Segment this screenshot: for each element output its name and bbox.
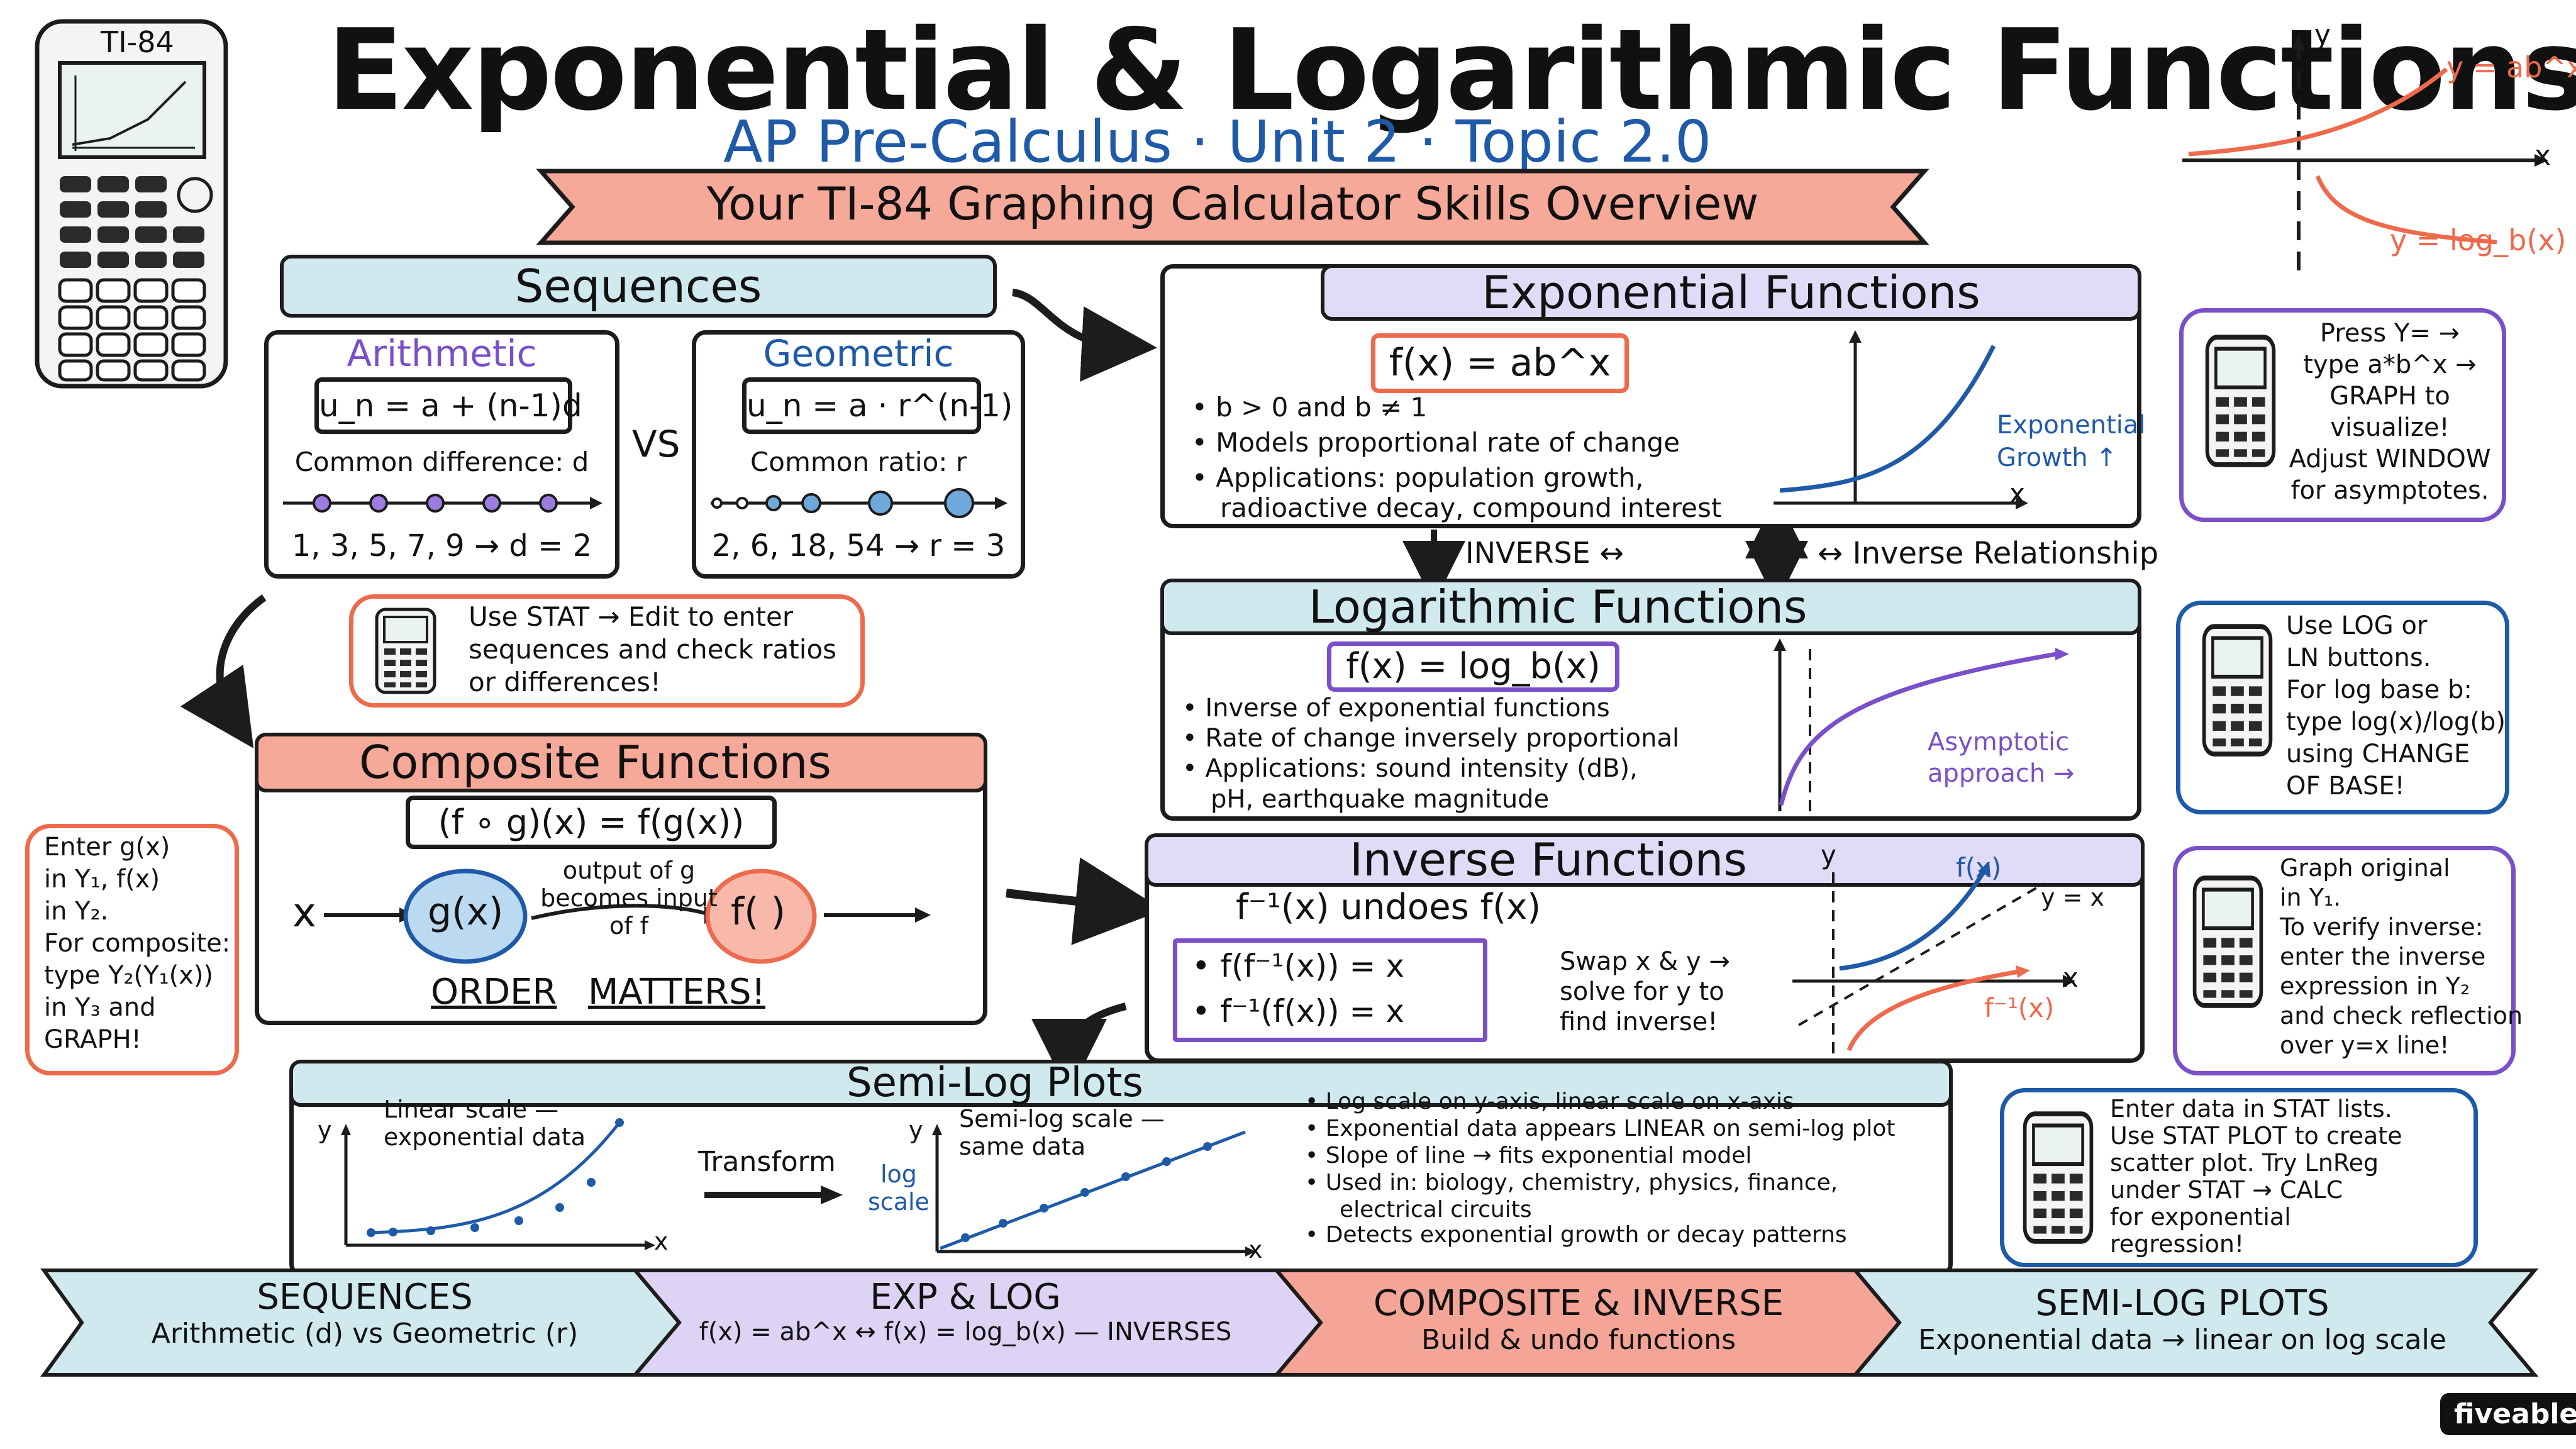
logarithmic-bullet-cont: pH, earthquake magnitude <box>1211 785 1550 814</box>
semilog-bullet-last: Detects exponential growth or decay patt… <box>1305 1221 1847 1248</box>
footer-sequences-sub: Arithmetic (d) vs Geometric (r) <box>151 1318 579 1350</box>
arithmetic-formula: u_n = a + (n-1)d <box>314 377 582 434</box>
inverse-relationship-label: ↔ Inverse Relationship <box>1818 536 2159 571</box>
semilog-bullet-cont: electrical circuits <box>1340 1197 1532 1223</box>
exponential-bullet-cont: radioactive decay, compound interest <box>1220 492 1722 523</box>
semilog-log-scale-plot <box>932 1124 1256 1257</box>
composite-machine-diagram <box>324 869 931 964</box>
inverse-graph-diag-label: y = x <box>2041 884 2104 911</box>
geometric-caption: Common ratio: r <box>750 447 967 477</box>
sequences-header: Sequences <box>280 255 997 318</box>
page-title: Exponential & Logarithmic Functions <box>327 5 2576 135</box>
sequences-tip-calculator-icon <box>375 608 436 694</box>
composite-formula: (f ∘ g)(x) = f(g(x)) <box>406 796 777 849</box>
composite-tip-text: Enter g(x)in Y₁, f(x)in Y₂.For composite… <box>44 833 231 1054</box>
semilog-tip-text: Enter data in STAT lists.Use STAT PLOT t… <box>2110 1095 2402 1258</box>
logarithmic-formula: f(x) = log_b(x) <box>1327 641 1619 692</box>
semilog-right-x-axis: x <box>1248 1236 1263 1263</box>
composite-f-node: f( ) <box>731 890 786 934</box>
semilog-tip-calculator-icon <box>2023 1111 2094 1244</box>
footer-composite-title: COMPOSITE & INVERSE <box>1373 1283 1784 1324</box>
logarithmic-tip-calculator-icon <box>2202 624 2273 757</box>
inverse-reflection-graph <box>1792 862 2075 1053</box>
exponential-tip-calculator-icon <box>2205 335 2276 467</box>
semilog-left-x-axis: x <box>654 1228 669 1255</box>
semilog-right-y-axis: y <box>909 1116 923 1144</box>
logarithmic-header: Logarithmic Functions <box>1160 579 2141 635</box>
inverse-graph-x-axis: x <box>2063 962 2079 993</box>
inverse-graph-y-axis: y <box>1821 840 1836 870</box>
inverse-graph-f-label: f(x) <box>1956 852 2002 883</box>
inverse-tip-calculator-icon <box>2192 875 2263 1008</box>
semilog-right-label: Semi-log scale —same data <box>959 1105 1165 1160</box>
arithmetic-title: Arithmetic <box>347 332 537 375</box>
inverse-rules: f(f⁻¹(x)) = xf⁻¹(f(x)) = x <box>1192 943 1404 1034</box>
footer-composite-sub: Build & undo functions <box>1421 1324 1736 1356</box>
arithmetic-example: 1, 3, 5, 7, 9 → d = 2 <box>291 528 592 564</box>
inverse-subtitle: f⁻¹(x) undoes f(x) <box>1236 887 1541 928</box>
logarithmic-bullets: Inverse of exponential functionsRate of … <box>1182 693 1679 784</box>
composite-header: Composite Functions <box>255 733 987 792</box>
semilog-linear-scale-plot <box>341 1118 655 1250</box>
semilog-left-label: Linear scale —exponential data <box>384 1096 586 1151</box>
semilog-bullets: Log scale on y-axis, linear scale on x-a… <box>1305 1088 1896 1196</box>
composite-input-x: x <box>292 890 316 936</box>
footer-sequences-title: SEQUENCES <box>257 1277 473 1318</box>
semilog-transform-arrow <box>704 1185 843 1204</box>
vs-label: VS <box>632 423 680 465</box>
arithmetic-number-line <box>283 494 602 513</box>
fiveable-logo: fiveable <box>2440 1393 2576 1435</box>
geometric-formula: u_n = a · r^(n-1) <box>742 377 1013 434</box>
exponential-x-axis: x <box>2009 478 2025 509</box>
footer-exp-log-title: EXP & LOG <box>870 1277 1061 1318</box>
calculator-label: TI-84 <box>101 25 174 59</box>
inverse-graph-finv-label: f⁻¹(x) <box>1984 992 2055 1023</box>
arithmetic-card <box>264 330 619 579</box>
geometric-number-line <box>711 488 1008 518</box>
composite-tip-box <box>25 824 239 1075</box>
geometric-example: 2, 6, 18, 54 → r = 3 <box>711 528 1006 564</box>
mini-exp-log-graph <box>2182 35 2548 270</box>
exponential-header: Exponential Functions <box>1321 264 2141 321</box>
exponential-formula: f(x) = ab^x <box>1371 333 1629 393</box>
page-subtitle: AP Pre-Calculus · Unit 2 · Topic 2.0 <box>723 108 1712 175</box>
footer-exp-log-sub: f(x) = ab^x ↔ f(x) = log_b(x) — INVERSES <box>699 1318 1232 1346</box>
semilog-left-y-axis: y <box>318 1116 332 1144</box>
calculator-icon <box>35 19 228 389</box>
logarithmic-graph <box>1774 638 2069 811</box>
mini-graph-log-label: y = log_b(x) <box>2390 223 2567 257</box>
composite-g-node: g(x) <box>428 890 504 934</box>
composite-matters-word: MATTERS! <box>588 972 765 1013</box>
exponential-growth-graph <box>1774 330 2028 509</box>
semilog-transform-label: Transform <box>698 1146 836 1178</box>
exponential-bullets: b > 0 and b ≠ 1Models proportional rate … <box>1192 390 1680 496</box>
footer-semilog-title: SEMI-LOG PLOTS <box>2035 1283 2329 1324</box>
mini-graph-x-axis: x <box>2534 140 2551 172</box>
mini-graph-y-axis: y <box>2314 19 2331 51</box>
footer-semilog-sub: Exponential data → linear on log scale <box>1918 1324 2446 1356</box>
geometric-card <box>692 330 1025 579</box>
banner-text: Your TI-84 Graphing Calculator Skills Ov… <box>706 177 1759 230</box>
footer-ribbon <box>40 1269 2539 1377</box>
banner-ribbon <box>536 169 1929 245</box>
arithmetic-caption: Common difference: d <box>294 447 589 477</box>
mini-graph-exp-label: y = ab^x <box>2446 50 2576 84</box>
composite-order-word: ORDER <box>431 972 557 1013</box>
inverse-arrow-label: INVERSE ↔ <box>1465 536 1624 570</box>
geometric-title: Geometric <box>763 332 954 375</box>
